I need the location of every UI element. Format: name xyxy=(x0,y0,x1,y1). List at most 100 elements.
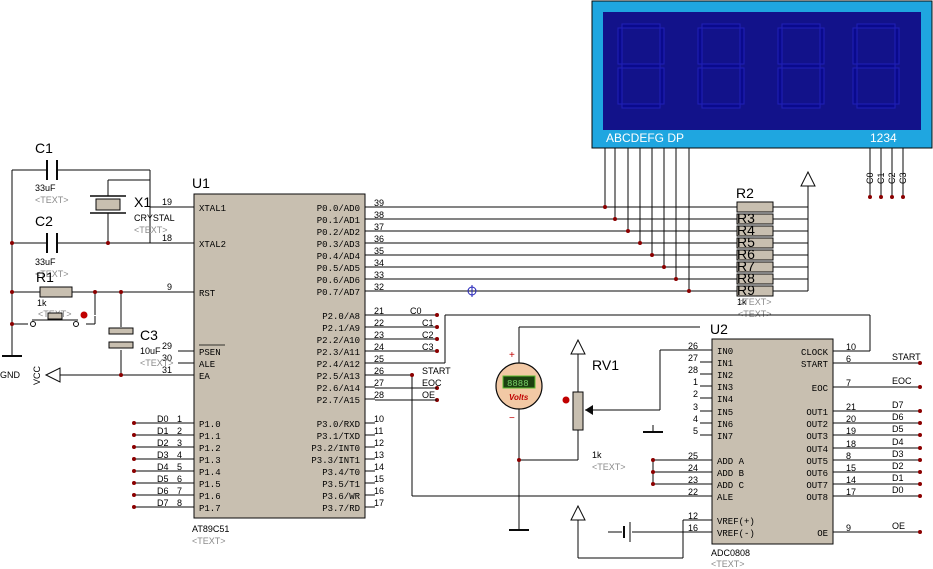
u1-pin-num: 31 xyxy=(162,365,172,375)
u1-pin-num: 16 xyxy=(374,486,384,496)
u1-pin-name: P2.7/A15 xyxy=(317,396,360,406)
ground-symbol-icon: GND xyxy=(0,350,22,380)
u1-pin-name: P2.5/A13 xyxy=(317,372,360,382)
u2-pin-name: IN3 xyxy=(717,383,733,393)
u1-pin-name: RST xyxy=(199,289,216,299)
u2-pin-num: 18 xyxy=(846,439,856,449)
u1-pin-num: 32 xyxy=(374,282,384,292)
lcd-digit-net: C3 xyxy=(898,172,908,184)
voltmeter-display: 8888 xyxy=(507,379,529,389)
u1-pin-num: 3 xyxy=(177,438,182,448)
u2-pin-num: 23 xyxy=(688,475,698,485)
u2-pin-num: 21 xyxy=(846,402,856,412)
u1-pin-num: 37 xyxy=(374,222,384,232)
x1-value: CRYSTAL xyxy=(134,213,175,223)
u2-pin-name: ALE xyxy=(717,493,733,503)
u1-pin-num: 8 xyxy=(177,498,182,508)
r2-ref: R2 xyxy=(736,185,754,201)
capacitor-c1[interactable]: C1 33uF <TEXT> xyxy=(35,140,69,205)
svg-text:+: + xyxy=(509,350,515,361)
u2-pin-name: OUT7 xyxy=(806,481,828,491)
u2-pin-name: OUT2 xyxy=(806,420,828,430)
u2-net-label: D4 xyxy=(892,437,904,447)
p1-net-label: D6 xyxy=(157,486,169,496)
u2-pin-num: 7 xyxy=(846,378,851,388)
u2-pin-num: 15 xyxy=(846,463,856,473)
u2-net-label: START xyxy=(892,352,921,362)
rv1-ref: RV1 xyxy=(592,357,619,373)
u1-pin-num: 1 xyxy=(177,414,182,424)
u2-pin-num: 22 xyxy=(688,487,698,497)
r2-stack-label: R9 xyxy=(737,282,755,298)
u1-ref: U1 xyxy=(192,175,210,191)
u2-pin-name: VREF(+) xyxy=(717,517,755,527)
u1-pin-name: P1.4 xyxy=(199,468,221,478)
u1-text: <TEXT> xyxy=(192,536,226,546)
u2-pin-num: 6 xyxy=(846,354,851,364)
u2-pin-num: 14 xyxy=(846,475,856,485)
u2-net-label: D0 xyxy=(892,485,904,495)
u2-net-label: D1 xyxy=(892,473,904,483)
lcd-digit xyxy=(617,23,665,109)
u2-pin-num: 28 xyxy=(688,365,698,375)
u2-pin-name: IN5 xyxy=(717,408,733,418)
u2-pin-num: 27 xyxy=(688,353,698,363)
u1-pin-num: 10 xyxy=(374,414,384,424)
u1-pin-name: P3.7/RD xyxy=(322,504,360,514)
u2-net-label: OE xyxy=(892,521,905,531)
u1-pin-name: P2.6/A14 xyxy=(317,384,360,394)
u1-pin-name: P1.3 xyxy=(199,456,221,466)
u2-pin-name: OUT1 xyxy=(806,408,828,418)
u1-pin-num: 18 xyxy=(162,233,172,243)
u2-pin-name: OUT8 xyxy=(806,493,828,503)
u2-pin-num: 12 xyxy=(688,511,698,521)
c1-text: <TEXT> xyxy=(35,195,69,205)
u1-pin-num: 39 xyxy=(374,198,384,208)
crystal-x1[interactable]: X1 CRYSTAL <TEXT> xyxy=(90,194,175,235)
u1-pin-num: 33 xyxy=(374,270,384,280)
u2-pin-name: ADD B xyxy=(717,469,745,479)
c2-text: <TEXT> xyxy=(35,269,69,279)
u1-pin-num: 30 xyxy=(162,353,172,363)
u2-pin-num: 17 xyxy=(846,487,856,497)
u2-net-label: D5 xyxy=(892,424,904,434)
u2-pin-name: IN6 xyxy=(717,420,733,430)
u2-pin-name: OE xyxy=(817,529,828,539)
voltmeter-label: Volts xyxy=(509,393,529,402)
seven-segment-display[interactable]: ABCDEFG DP 1234 xyxy=(591,0,933,149)
u1-pin-num: 23 xyxy=(374,330,384,340)
u2-pin-name: IN2 xyxy=(717,371,733,381)
u2-pin-num: 1 xyxy=(693,377,698,387)
u1-pin-name: P2.0/A8 xyxy=(322,312,360,322)
p1-net-label: D5 xyxy=(157,474,169,484)
rv1-text: <TEXT> xyxy=(592,462,626,472)
r2-stack-label: R5 xyxy=(737,234,755,250)
u1-pin-num: 25 xyxy=(374,354,384,364)
u1-pin-name: XTAL1 xyxy=(199,204,226,214)
p1-net-label: D4 xyxy=(157,462,169,472)
u1-pin-num: 22 xyxy=(374,318,384,328)
u1-pin-name: P3.0/RXD xyxy=(317,420,360,430)
u2-pin-name: ADD A xyxy=(717,457,745,467)
u1-pin-num: 14 xyxy=(374,462,384,472)
p2-net-label: EOC xyxy=(422,378,442,388)
u1-microcontroller[interactable]: U1 AT89C51 <TEXT> 19XTAL118XTAL29RST29PS… xyxy=(132,175,451,546)
u2-pin-name: OUT3 xyxy=(806,432,828,442)
u1-pin-name: P0.1/AD1 xyxy=(317,216,360,226)
p1-net-label: D7 xyxy=(157,498,169,508)
u1-pin-num: 4 xyxy=(177,450,182,460)
u2-adc[interactable]: U2 ADC0808 <TEXT> 26IN027IN128IN21IN32IN… xyxy=(688,321,856,569)
u1-pin-name: P1.1 xyxy=(199,432,221,442)
capacitor-c2[interactable]: C2 33uF <TEXT> xyxy=(35,213,69,279)
lcd-digit xyxy=(697,23,745,109)
u1-pin-name: P0.2/AD2 xyxy=(317,228,360,238)
reset-button[interactable] xyxy=(30,311,88,327)
u1-pin-name: P2.3/A11 xyxy=(317,348,360,358)
segment-labels: ABCDEFG DP xyxy=(606,131,684,145)
r2-stack-label: R7 xyxy=(737,258,755,274)
potentiometer-rv1[interactable]: RV1 1k <TEXT> xyxy=(562,357,626,472)
u2-pin-num: 2 xyxy=(693,389,698,399)
capacitor-c3[interactable]: C3 10uF <TEXT> xyxy=(108,327,174,368)
u2-pin-num: 24 xyxy=(688,463,698,473)
